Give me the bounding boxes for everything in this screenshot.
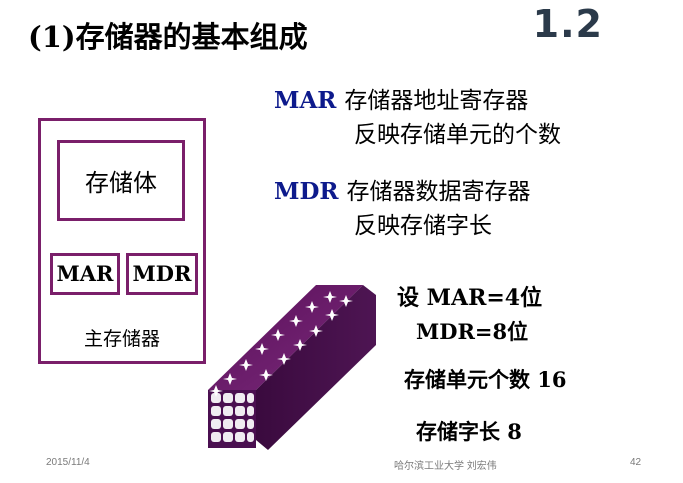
mdr-definition: MDR 存储器数据寄存器 反映存储字长 [274, 172, 531, 240]
footer-author: 哈尔滨工业大学 刘宏伟 [394, 461, 497, 472]
memory-array-illustration [208, 285, 376, 450]
footer-date: 2015/11/4 [46, 457, 90, 468]
section-number: 1.2 [532, 2, 603, 46]
footer-page-number: 42 [630, 457, 642, 468]
mdr-term: MDR [274, 178, 339, 205]
param-mar-bits: 设 MAR=4位 [397, 285, 543, 311]
array-side-face [256, 285, 376, 450]
mdr-register-box [126, 253, 198, 295]
mdr-meaning: 反映存储字长 [354, 213, 492, 239]
mar-description: 存储器地址寄存器 [344, 88, 529, 114]
mdr-description: 存储器数据寄存器 [346, 179, 531, 205]
param-mdr-bits: MDR=8位 [416, 319, 529, 344]
storage-body-label: 存储体 [85, 169, 157, 197]
param-unit-count: 存储单元个数 16 [404, 367, 567, 392]
array-cell-grid [211, 393, 254, 442]
main-memory-box [38, 118, 206, 364]
mar-term: MAR [274, 87, 337, 114]
mar-register-box [50, 253, 120, 295]
mar-register-label: MAR [56, 261, 114, 286]
main-memory-caption: 主存储器 [83, 328, 160, 350]
storage-body-box [57, 140, 185, 221]
param-word-length: 存储字长 8 [416, 419, 522, 444]
mar-definition: MAR 存储器地址寄存器 反映存储单元的个数 [274, 81, 561, 149]
mar-meaning: 反映存储单元的个数 [354, 122, 561, 148]
mdr-register-label: MDR [132, 261, 192, 286]
slide-title: (1)存储器的基本组成 [28, 20, 308, 54]
array-sparkles [209, 291, 353, 397]
